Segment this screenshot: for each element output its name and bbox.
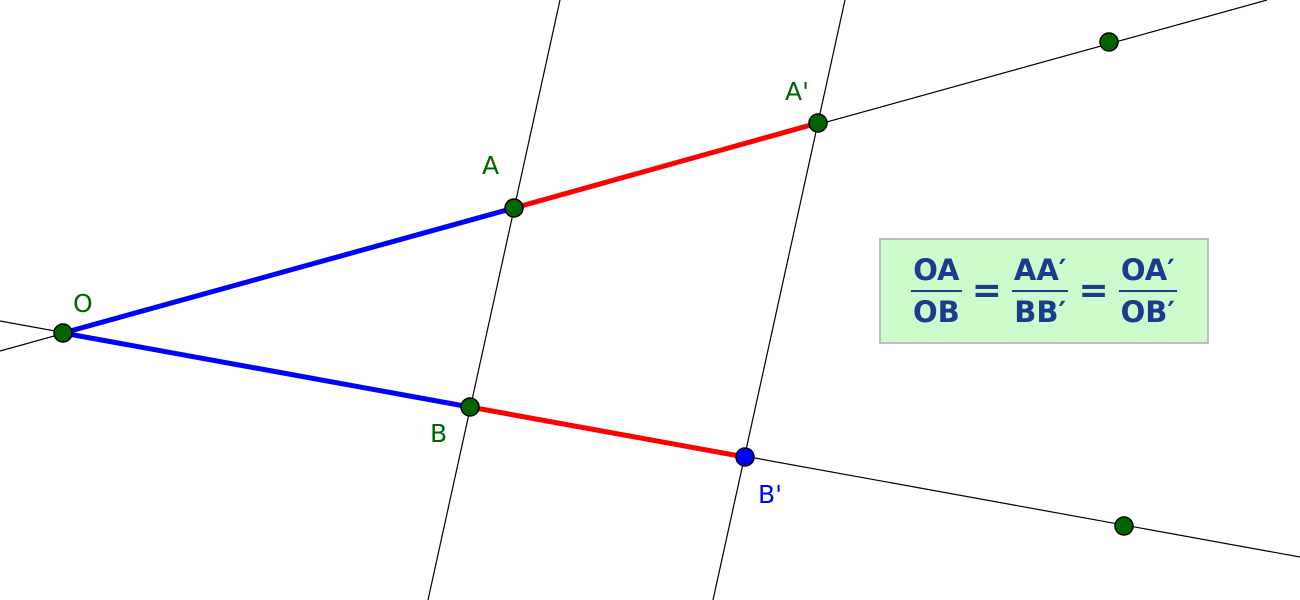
fraction-OA-prime-OB-prime: OA′ OB′ xyxy=(1118,252,1178,330)
fraction-OA-OB: OA OB xyxy=(910,252,962,330)
segment-AA-prime xyxy=(513,120,819,211)
label-B: B xyxy=(430,419,447,448)
segment-OA xyxy=(62,205,515,336)
label-A: A xyxy=(482,151,499,180)
ratio-formula-box: OA OB = AA′ BB′ = OA′ OB′ xyxy=(879,238,1209,344)
fraction-denominator: BB′ xyxy=(1014,295,1067,329)
fraction-numerator: AA′ xyxy=(1013,253,1067,287)
fraction-numerator: OA xyxy=(913,253,960,287)
label-O: O xyxy=(73,289,93,318)
segment-OB xyxy=(62,330,471,410)
label-B-prime: B' xyxy=(758,480,782,509)
point-upper-line-end[interactable] xyxy=(1099,32,1119,52)
fraction-denominator: OB xyxy=(912,295,960,329)
point-A[interactable] xyxy=(504,198,524,218)
equals-sign: = xyxy=(971,270,1002,311)
parallel-line-AB xyxy=(427,0,561,600)
point-B[interactable] xyxy=(460,397,480,417)
segment-BB-prime xyxy=(469,404,746,460)
fraction-bar xyxy=(1118,290,1178,292)
point-lower-line-end[interactable] xyxy=(1114,516,1134,536)
point-B-prime[interactable] xyxy=(735,447,755,467)
fraction-bar xyxy=(910,290,962,292)
label-A-prime: A' xyxy=(785,77,809,106)
fraction-denominator: OB′ xyxy=(1120,295,1176,329)
parallel-line-A-prime-B-prime xyxy=(712,0,846,600)
equals-sign: = xyxy=(1078,270,1109,311)
fraction-AA-prime-BB-prime: AA′ BB′ xyxy=(1011,252,1069,330)
point-O[interactable] xyxy=(53,323,73,343)
fraction-bar xyxy=(1011,290,1069,292)
fraction-numerator: OA′ xyxy=(1120,253,1175,287)
point-A-prime[interactable] xyxy=(808,113,828,133)
